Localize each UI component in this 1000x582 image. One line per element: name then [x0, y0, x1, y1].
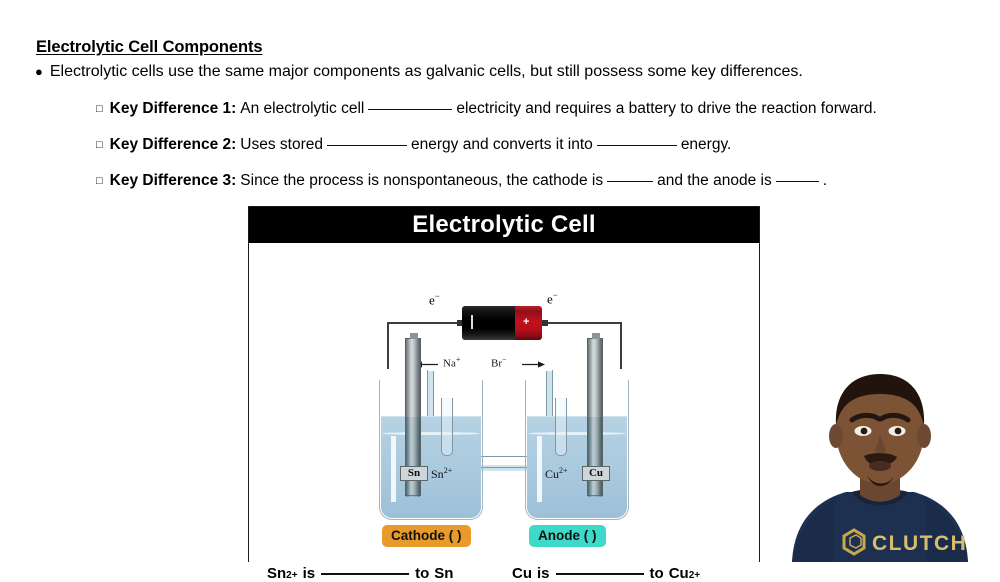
- arrow-right-icon: [522, 361, 545, 368]
- cathode-badge: Cathode ( ): [382, 525, 471, 547]
- battery: +: [457, 306, 548, 340]
- key-difference-1-text-after: electricity and requires a battery to dr…: [456, 100, 877, 117]
- solution-surface: [528, 432, 626, 435]
- presenter-eyebrow-right: [878, 412, 911, 423]
- wire-top-right: [541, 322, 621, 324]
- equation-left-product: Sn: [434, 565, 454, 582]
- equation-right-blank[interactable]: [555, 573, 644, 575]
- presenter-ear-left: [829, 424, 843, 448]
- beaker-right-half-cell: Cu Cu2+: [525, 333, 629, 520]
- electron-label-right: e−: [547, 290, 558, 307]
- electrode-label-tin: Sn: [400, 466, 428, 481]
- diagram-title: Electrolytic Cell: [249, 207, 759, 243]
- intro-text: Electrolytic cells use the same major co…: [49, 63, 803, 80]
- presenter-pupil-right: [894, 427, 902, 435]
- key-difference-2-row: □ Key Difference 2: Uses stored energy a…: [96, 136, 731, 154]
- key-difference-2-text-middle: energy and converts it into: [411, 136, 593, 153]
- presenter-head: [836, 380, 924, 484]
- ion-label-bromide: Br−: [491, 355, 507, 370]
- electrolytic-cell-diagram-panel: Electrolytic Cell e− e− + Na+: [248, 206, 760, 582]
- shirt-shadow-right: [926, 500, 968, 562]
- presenter-shirt-text: CLUTCH: [872, 532, 967, 555]
- page-title: Electrolytic Cell Components: [36, 38, 263, 56]
- presenter-shirt: [792, 492, 968, 562]
- key-difference-1-text-before: An electrolytic cell: [240, 100, 365, 117]
- electrode-label-copper: Cu: [582, 466, 610, 481]
- wire-down-right: [620, 322, 622, 369]
- beaker-left-half-cell: Sn Sn2+: [379, 333, 483, 520]
- equation-left-preposition: to: [415, 565, 430, 582]
- solution-label-tin-ion: Sn2+: [431, 466, 453, 481]
- solution-surface: [382, 432, 480, 435]
- equation-left-verb: is: [302, 565, 316, 582]
- bullet-icon: ●: [35, 64, 43, 79]
- electrode-submerged-part: [406, 417, 420, 497]
- battery-minus-mark-icon: [471, 315, 473, 329]
- equation-right-preposition: to: [649, 565, 664, 582]
- equation-left-blank[interactable]: [321, 573, 410, 575]
- presenter-figure: CLUTCH: [792, 374, 968, 562]
- key-difference-3-blank-1[interactable]: [607, 181, 654, 182]
- electrode-tin: [405, 333, 421, 497]
- equation-right-species: Cu: [512, 565, 532, 582]
- electron-label-left: e−: [429, 291, 440, 308]
- intro-bullet-row: ● Electrolytic cells use the same major …: [35, 63, 803, 81]
- battery-terminal-positive: [542, 320, 548, 326]
- equation-right-verb: is: [537, 565, 550, 582]
- battery-terminal-negative: [457, 320, 462, 326]
- wire-top-left: [387, 322, 463, 324]
- ion-label-sodium: Na+: [443, 355, 461, 370]
- glass-highlight: [537, 436, 542, 502]
- electrode-submerged-part: [588, 417, 602, 497]
- battery-plus-mark-icon: +: [523, 316, 530, 328]
- equation-right-product: Cu: [668, 565, 689, 582]
- solution-label-copper-ion: Cu2+: [545, 466, 568, 481]
- key-difference-3-period: .: [822, 172, 828, 189]
- key-difference-3-label: Key Difference 3:: [109, 172, 237, 189]
- diagram-body: e− e− + Na+ Br−: [249, 243, 759, 582]
- presenter-nose: [875, 435, 886, 454]
- beaker-glass: [379, 380, 483, 520]
- key-difference-3-text-middle: and the anode is: [657, 172, 772, 189]
- key-difference-3-text-before: Since the process is nonspontaneous, the…: [240, 172, 604, 189]
- key-difference-2-blank-2[interactable]: [596, 145, 677, 146]
- glass-highlight: [391, 436, 396, 502]
- presenter-mouth: [869, 461, 891, 471]
- equation-left-species: Sn: [267, 565, 287, 582]
- presenter-hair: [835, 374, 925, 426]
- presenter-video[interactable]: CLUTCH: [760, 340, 1000, 562]
- presenter-ear-right: [917, 424, 931, 448]
- checkbox-square-icon[interactable]: □: [96, 103, 103, 115]
- key-difference-2-text-after: energy.: [680, 136, 732, 153]
- checkbox-square-icon[interactable]: □: [96, 175, 103, 187]
- hexagon-logo-icon: [842, 528, 866, 556]
- key-difference-2-text-before: Uses stored: [240, 136, 323, 153]
- key-difference-3-row: □ Key Difference 3: Since the process is…: [96, 172, 827, 190]
- electrode-tip: [592, 333, 600, 339]
- presenter-eyebrow-left: [849, 412, 882, 423]
- battery-body-positive: [515, 306, 542, 340]
- checkbox-square-icon[interactable]: □: [96, 139, 103, 151]
- hexagon-logo-inner: [849, 534, 862, 549]
- key-difference-1-row: □ Key Difference 1: An electrolytic cell…: [96, 100, 877, 118]
- salt-bridge-leg-right: [555, 398, 567, 456]
- key-difference-1-label: Key Difference 1:: [109, 100, 237, 117]
- battery-body-negative: [462, 306, 515, 340]
- key-difference-3-blank-2[interactable]: [775, 181, 819, 182]
- salt-bridge-leg-left: [441, 398, 453, 456]
- key-difference-2-label: Key Difference 2:: [109, 136, 237, 153]
- key-difference-2-blank-1[interactable]: [327, 145, 407, 146]
- key-difference-1-blank[interactable]: [368, 109, 453, 110]
- wire-down-left: [387, 322, 389, 369]
- presenter-pupil-left: [860, 427, 868, 435]
- beaker-glass: [525, 380, 629, 520]
- anode-badge: Anode ( ): [529, 525, 606, 547]
- shirt-shadow-left: [792, 500, 834, 562]
- electrode-tip: [410, 333, 418, 339]
- presenter-goatee: [866, 473, 896, 486]
